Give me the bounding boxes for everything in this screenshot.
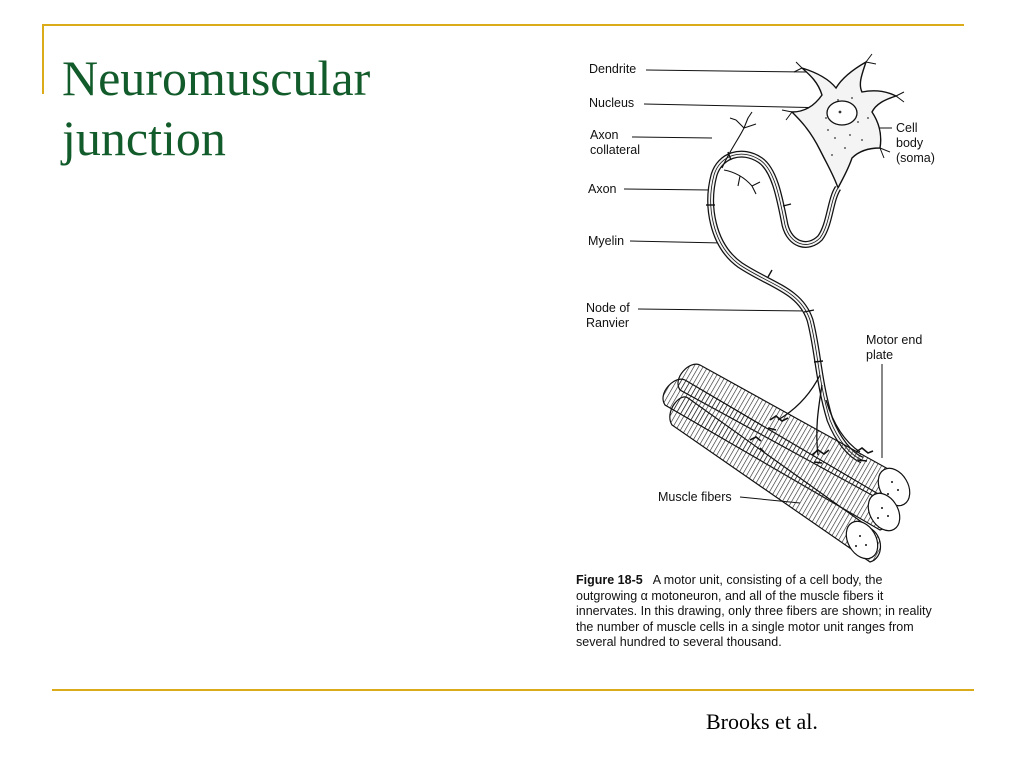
label-nucleus: Nucleus: [589, 96, 635, 110]
caption-text: A motor unit, consisting of a cell body,…: [576, 573, 932, 649]
label-node-of-ranvier: Node of Ranvier: [586, 301, 630, 330]
end-plates: [749, 415, 874, 464]
label-muscle-fibers: Muscle fibers: [658, 490, 732, 504]
muscle-fibers: [662, 363, 911, 563]
axon: [706, 111, 864, 464]
dendrite-branches: [781, 53, 905, 159]
label-motor-end-plate: Motor end plate: [866, 333, 923, 362]
label-axon: Axon: [588, 182, 617, 196]
attribution: Brooks et al.: [706, 709, 818, 734]
label-dendrite: Dendrite: [589, 62, 637, 76]
cell-body: [781, 53, 905, 190]
label-cell-body: Cell body (soma): [896, 121, 935, 165]
top-rule: [42, 24, 964, 26]
figure-number: Figure 18-5: [576, 573, 643, 587]
bottom-rule: [52, 689, 974, 691]
left-rule: [42, 24, 44, 94]
slide-title: Neuromuscular junction: [62, 50, 371, 166]
label-axon-collateral: Axon collateral: [590, 128, 641, 157]
nucleus: [826, 100, 858, 126]
axon-collateral: [721, 111, 761, 195]
label-myelin: Myelin: [588, 234, 625, 248]
motor-unit-illustration: [623, 53, 911, 563]
soma-stippling: [825, 97, 869, 156]
leader-lines: [623, 69, 892, 504]
